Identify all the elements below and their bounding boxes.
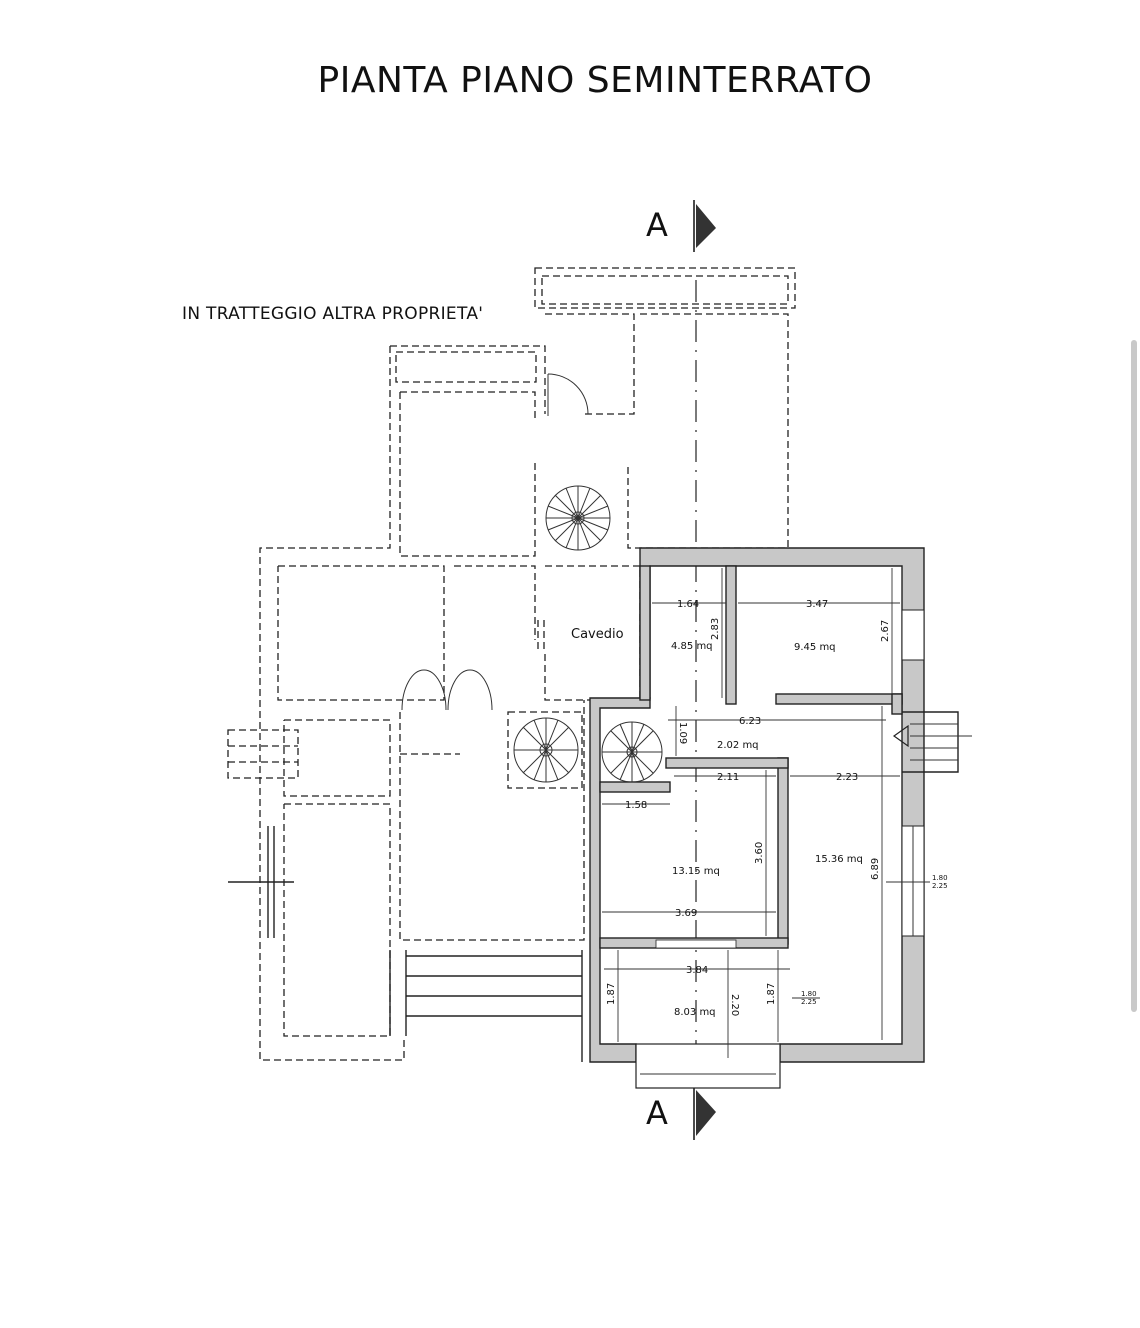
room-area-2: 9.45 mq bbox=[794, 642, 836, 653]
dimension-label: 1.09 bbox=[677, 722, 688, 744]
opening-height-bottom: 2.25 bbox=[932, 882, 948, 890]
dimension-label: 3.47 bbox=[806, 599, 828, 610]
spiral-stair-interior bbox=[601, 721, 663, 783]
room-label-cavedio: Cavedio bbox=[571, 627, 624, 642]
section-label-top: A bbox=[646, 206, 668, 244]
dimension-label: 2.20 bbox=[729, 994, 740, 1016]
dimension-label: 2.67 bbox=[880, 620, 891, 642]
dimension-label: 1.87 bbox=[766, 983, 777, 1005]
room-area-4: 13.15 mq bbox=[672, 866, 720, 877]
dimension-label: 3.84 bbox=[686, 965, 708, 976]
section-label-bottom: A bbox=[646, 1094, 668, 1132]
dimension-label: 2.83 bbox=[710, 618, 721, 640]
opening-height-top: 1.80 bbox=[801, 990, 817, 998]
dimension-label: 6.23 bbox=[739, 716, 761, 727]
opening-height-top: 1.80 bbox=[932, 874, 948, 882]
other-property-north bbox=[259, 267, 796, 1061]
dimension-label: 3.69 bbox=[675, 908, 697, 919]
section-mark-top: A bbox=[646, 200, 716, 252]
legend-note: IN TRATTEGGIO ALTRA PROPRIETA' bbox=[182, 304, 484, 324]
page-title: PIANTA PIANO SEMINTERRATO bbox=[317, 60, 873, 101]
scrollbar-thumb[interactable] bbox=[1131, 340, 1137, 1012]
dimension-label: 1.58 bbox=[625, 800, 647, 811]
dimension-label: 1.87 bbox=[606, 983, 617, 1005]
exterior-details bbox=[389, 609, 972, 1089]
room-area-1: 4.85 mq bbox=[671, 641, 713, 652]
dimension-label: 2.23 bbox=[836, 772, 858, 783]
dimension-lines bbox=[602, 568, 930, 1058]
dimension-label: 6.89 bbox=[870, 858, 881, 880]
spiral-stair-west bbox=[507, 711, 583, 789]
spiral-stair-north bbox=[545, 485, 611, 551]
opening-height-bottom: 2.25 bbox=[801, 998, 817, 1006]
other-property-west bbox=[227, 565, 641, 1037]
room-area-6: 8.03 mq bbox=[674, 1007, 716, 1018]
dimension-label: 2.11 bbox=[717, 772, 739, 783]
room-area-5: 15.36 mq bbox=[815, 854, 863, 865]
dimension-label: 3.60 bbox=[754, 842, 765, 864]
section-mark-bottom: A bbox=[646, 1086, 716, 1140]
room-area-3: 2.02 mq bbox=[717, 740, 759, 751]
dimension-label: 1.64 bbox=[677, 599, 699, 610]
